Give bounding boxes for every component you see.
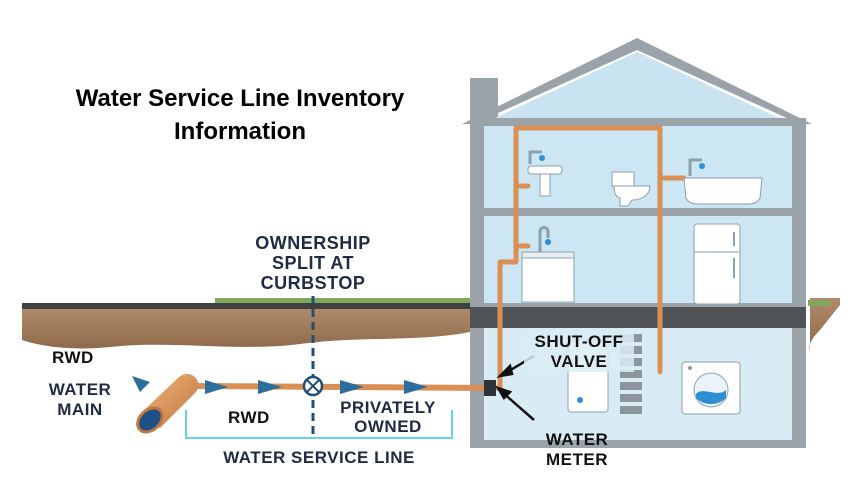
ownership-split-line-3: CURBSTOP xyxy=(260,273,366,293)
ownership-split-line-2: SPLIT AT xyxy=(272,253,354,273)
flow-arrow xyxy=(132,376,150,392)
privately-owned-label: PRIVATELY OWNED xyxy=(326,398,450,436)
refrigerator-icon xyxy=(693,223,741,305)
flow-arrow xyxy=(340,380,364,394)
water-main-pipe-icon xyxy=(136,373,199,434)
water-meter-line-2: METER xyxy=(546,450,608,469)
shutoff-valve-line-2: VALVE xyxy=(550,352,608,371)
flow-arrow xyxy=(258,380,282,394)
water-meter-line-1: WATER xyxy=(545,430,609,449)
water-meter-label: WATER METER xyxy=(532,430,622,470)
washing-machine-icon xyxy=(681,361,741,415)
water-main-line-2: MAIN xyxy=(57,400,103,419)
toilet-icon xyxy=(611,171,651,207)
privately-owned-line-2: OWNED xyxy=(354,417,422,436)
flow-arrow xyxy=(404,380,428,394)
shutoff-valve-label: SHUT-OFF VALVE xyxy=(524,332,634,372)
bathtub-icon xyxy=(683,158,763,205)
water-main-label: WATER MAIN xyxy=(40,380,120,420)
water-service-line-label: WATER SERVICE LINE xyxy=(223,448,415,467)
sink-icon xyxy=(527,150,563,197)
page-title: Water Service Line Inventory Information xyxy=(20,82,460,148)
ownership-split-line-1: OWNERSHIP xyxy=(255,233,371,253)
shutoff-valve-line-1: SHUT-OFF xyxy=(534,332,624,351)
ground xyxy=(22,298,840,350)
flow-arrows xyxy=(132,376,428,394)
ownership-split-label: OWNERSHIP SPLIT AT CURBSTOP xyxy=(238,233,388,293)
service-line-bracket xyxy=(185,410,453,439)
rwd-label-bottom: RWD xyxy=(228,408,270,427)
title-line-2: Information xyxy=(174,118,306,145)
kitchen-sink-icon xyxy=(521,226,575,303)
title-line-1: Water Service Line Inventory xyxy=(75,85,405,112)
curb-stop-valve-icon xyxy=(302,375,324,397)
privately-owned-line-1: PRIVATELY xyxy=(340,398,436,417)
rwd-label-top: RWD xyxy=(52,348,94,367)
flow-arrow xyxy=(205,380,228,394)
water-main-line-1: WATER xyxy=(48,380,112,399)
